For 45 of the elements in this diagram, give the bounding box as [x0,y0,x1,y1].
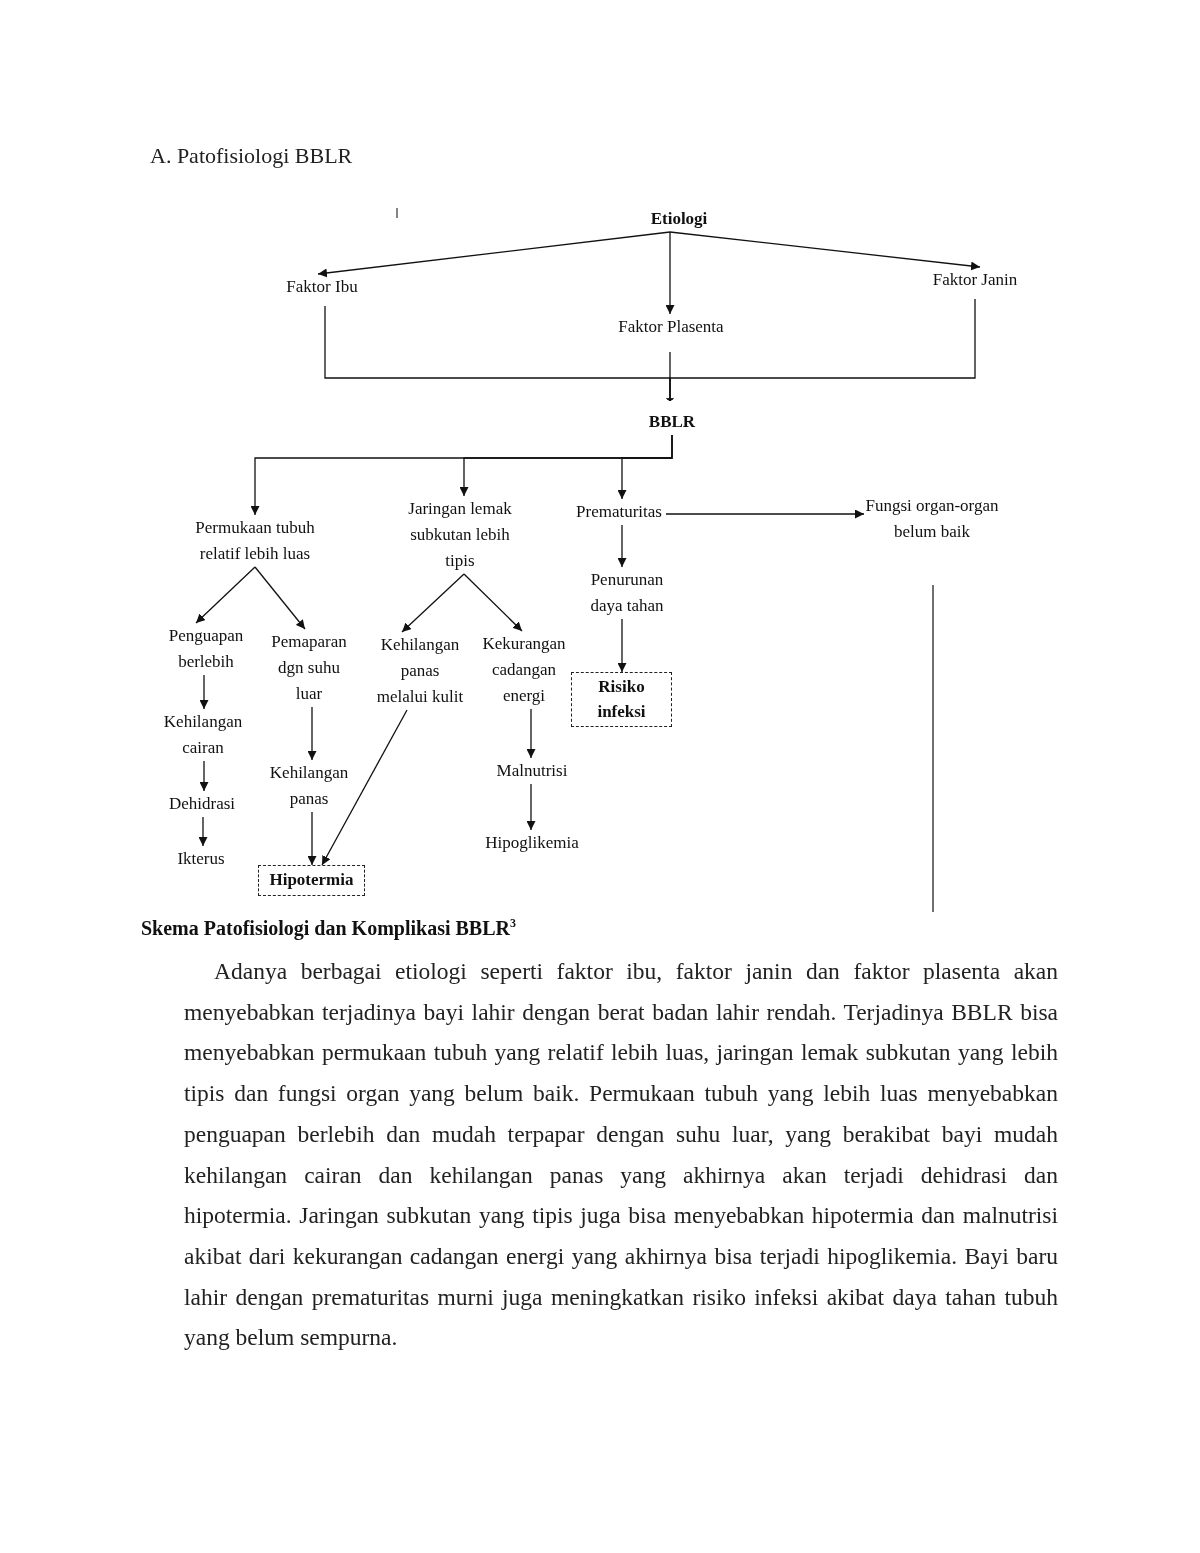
arrow [307,811,317,866]
arrow [195,566,256,624]
arrow [526,708,536,759]
text-label: Hipoglikemia [484,830,580,856]
text-label: Etiologi [649,206,709,232]
text-label: Pemaparan dgn suhu luar [270,629,348,707]
arrow [199,674,209,710]
text-label: Prematuritas [575,499,663,525]
text-label: Kehilangan panas melalui kulit [375,632,465,710]
text-label: Kehilangan cairan [162,709,244,761]
dashed-box: Hipotermia [258,865,365,896]
text-label: Faktor Ibu [285,274,359,300]
arrow [198,816,208,847]
body-paragraph: Adanya berbagai etiologi seperti faktor ibu, faktor janin dan faktor plasenta akan menyebabkan terjadinya bayi lahir dengan berat badan lahir rendah. Terjadinya BBLR bisa menyebabkan permukaan tubuh yang relatif lebih luas, jaringan lemak subkutan yang lebih tipis dan fungsi organ yang belum baik. Permukaan tubuh yang lebih luas menyebabkan penguapan berlebih dan mudah terpapar dengan suhu luar, yang berakibat bayi mudah kehilangan cairan dan kehilangan panas yang akhirnya akan terjadi dehidrasi dan hipotermia. Jaringan subkutan yang tipis juga bisa menyebabkan hipotermia dan malnutrisi akibat dari kekurangan cadangan energi yang akhirnya bisa terjadi hipoglikemia. Bayi baru lahir dengan prematuritas murni juga meningkatkan risiko infeksi akibat daya tahan tubuh yang belum sempurna. [184,957,1058,1353]
arrow [463,573,523,632]
figure-caption: Skema Patofisiologi dan Komplikasi BBLR$^{3}$ [141,915,516,941]
arrow [666,298,976,402]
arrow [617,618,627,673]
arrow [669,231,981,271]
arrow [617,434,673,500]
arrow [317,231,671,278]
text-label: BBLR [647,409,697,435]
text-label: Kehilangan panas [268,760,350,812]
text-label: Kekurangan cadangan energi [481,631,567,709]
text-label: Faktor Janin [931,267,1019,293]
arrow [321,709,408,866]
arrow [199,760,209,792]
arrow [254,566,306,630]
arrow [617,524,627,568]
dashed-box: Risiko infeksi [571,672,672,727]
text-label: Malnutrisi [495,758,569,784]
section-heading: A. Patofisiologi BBLR [150,142,353,170]
arrow [307,706,317,761]
text-label: Fungsi organ-organ belum baik [864,493,1000,545]
text-label: Jaringan lemak subkutan lebih tipis [407,496,513,574]
text-label: Penguapan berlebih [167,623,245,675]
text-label: Faktor Plasenta [617,314,725,340]
text-label: Penurunan daya tahan [589,567,665,619]
arrow [526,783,536,831]
text-label: Permukaan tubuh relatif lebih luas [194,515,316,567]
text-label: Ikterus [176,846,226,872]
arrow [665,231,675,315]
text-label: Dehidrasi [167,791,237,817]
arrow [401,573,465,633]
arrow [665,509,865,519]
